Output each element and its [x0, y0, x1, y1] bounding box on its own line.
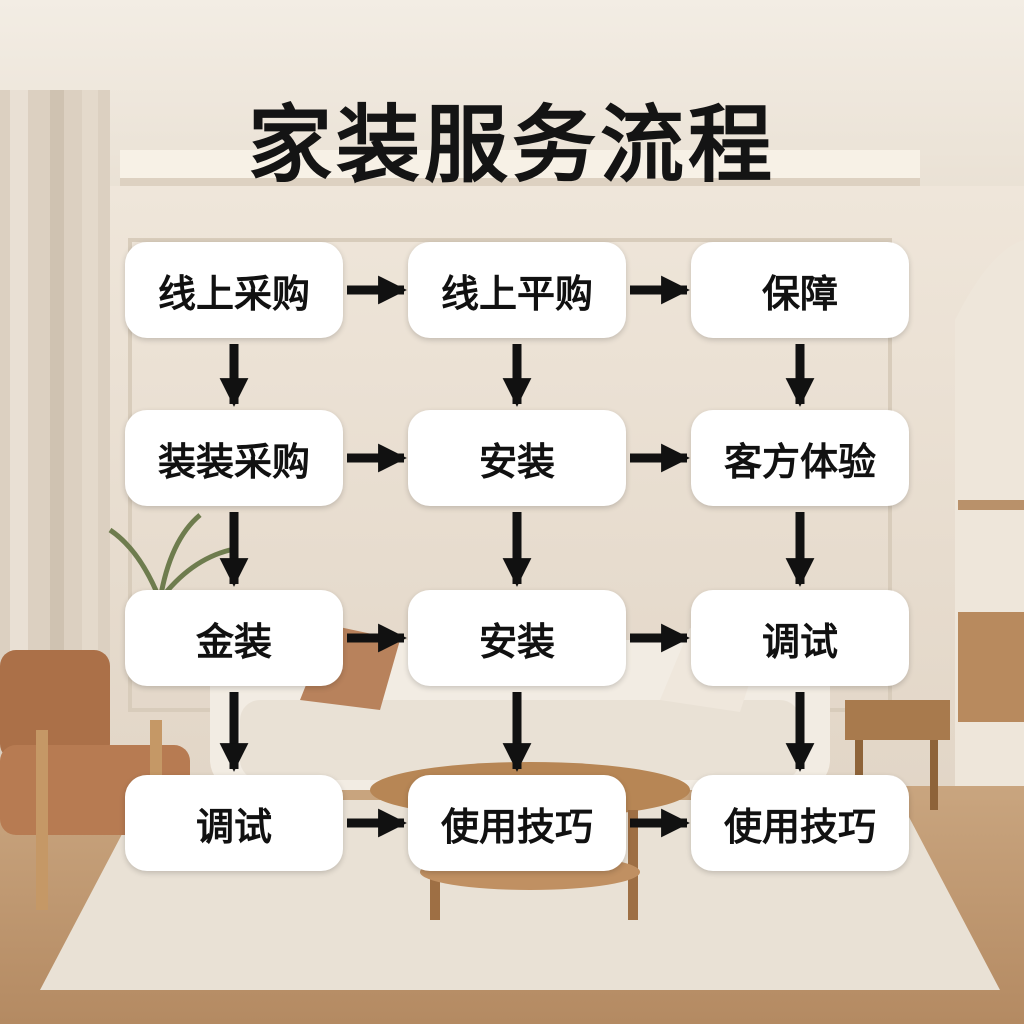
flow-node-r1c1: 线上采购 — [125, 242, 343, 338]
flow-node-r3c2: 安装 — [408, 590, 626, 686]
flow-node-r2c1: 装装采购 — [125, 410, 343, 506]
flow-node-r3c3: 调试 — [691, 590, 909, 686]
flow-node-r4c3: 使用技巧 — [691, 775, 909, 871]
flow-node-r2c3: 客方体验 — [691, 410, 909, 506]
flow-node-r2c2: 安装 — [408, 410, 626, 506]
flow-node-r4c2: 使用技巧 — [408, 775, 626, 871]
flow-node-r1c2: 线上平购 — [408, 242, 626, 338]
flow-node-r4c1: 调试 — [125, 775, 343, 871]
flow-node-r1c3: 保障 — [691, 242, 909, 338]
flow-node-r3c1: 金装 — [125, 590, 343, 686]
page-title: 家装服务流程 — [247, 96, 776, 194]
